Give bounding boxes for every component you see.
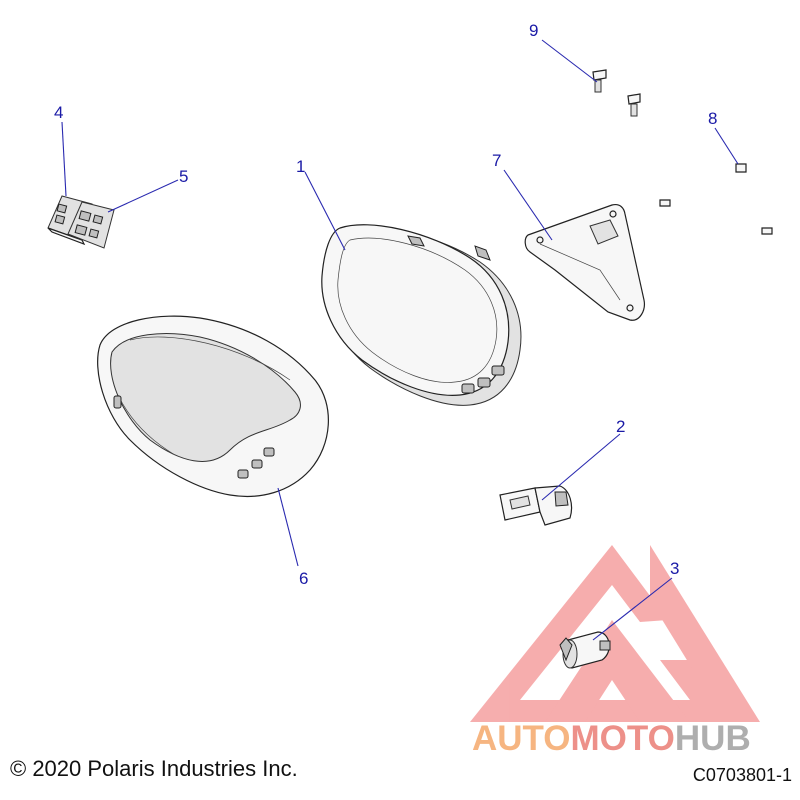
watermark-text-moto: MOTO — [571, 719, 675, 758]
callout-9: 9 — [529, 21, 538, 40]
cluster-bezel — [97, 315, 329, 498]
copyright-notice: © 2020 Polaris Industries Inc. — [10, 756, 298, 781]
watermark-text-auto: AUTO — [472, 719, 571, 758]
callout-1: 1 — [296, 157, 305, 176]
callout-8: 8 — [708, 109, 717, 128]
screws — [659, 163, 773, 235]
rocker-switches — [47, 195, 115, 249]
diagram-code: C0703801-1 — [692, 765, 792, 785]
callout-5: 5 — [179, 167, 188, 186]
ignition-switch — [499, 485, 573, 526]
callout-3: 3 — [670, 559, 679, 578]
callout-2: 2 — [616, 417, 625, 436]
watermark-text-hub: HUB — [675, 719, 751, 758]
mounting-bracket — [524, 203, 645, 321]
callout-4: 4 — [54, 103, 63, 122]
power-outlet — [559, 631, 611, 669]
instrument-cluster — [321, 224, 522, 406]
leader-lines — [61, 39, 739, 641]
watermark-logo — [470, 545, 760, 722]
callout-6: 6 — [299, 569, 308, 588]
callout-7: 7 — [492, 151, 501, 170]
bolts — [592, 69, 641, 117]
watermark-text: AUTOMOTOHUB — [472, 719, 751, 758]
